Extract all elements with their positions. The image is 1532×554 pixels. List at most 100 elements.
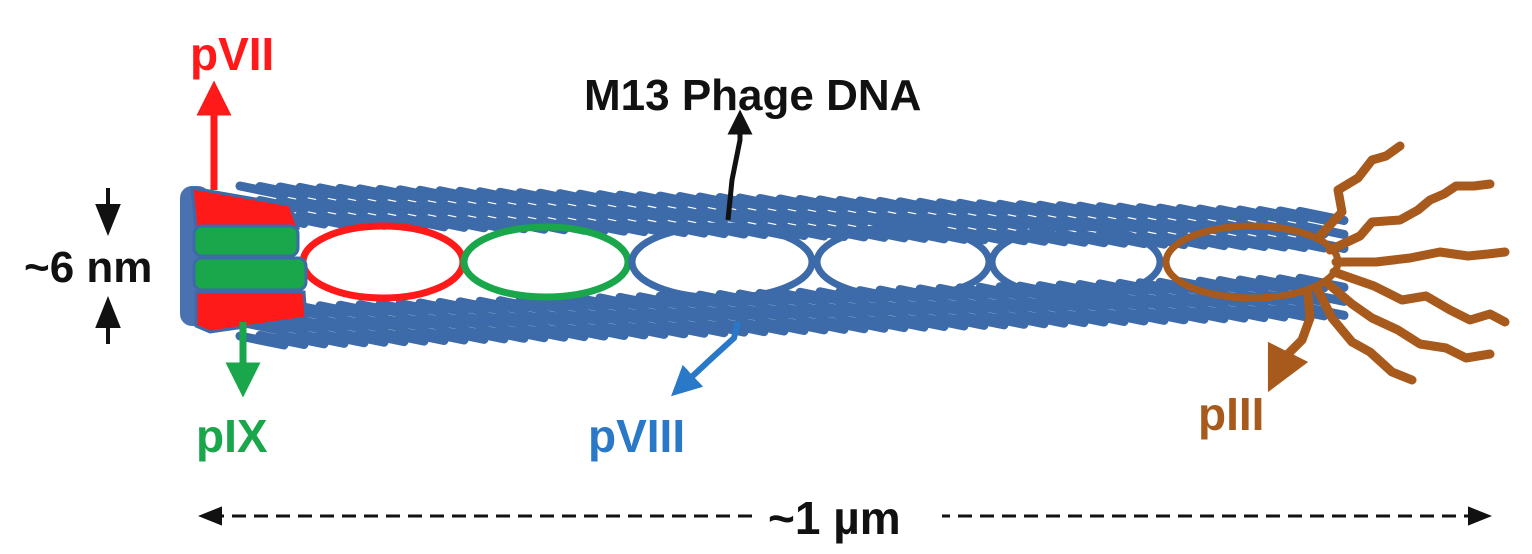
pviii-subunit-bottom	[375, 299, 429, 318]
pviii-subunit-bottom	[775, 316, 829, 335]
pviii-subunit-bottom	[775, 302, 829, 321]
pviii-subunit-bottom	[1055, 294, 1109, 313]
pviii-subunit-bottom	[955, 311, 1009, 330]
pviii-subunit-bottom	[495, 296, 549, 315]
dna-loop-pix-end	[460, 223, 632, 301]
pviii-subunit-bottom	[655, 319, 709, 338]
pviii-subunit-bottom	[395, 299, 449, 318]
pviii-subunit-bottom	[915, 312, 969, 331]
pviii-subunit-bottom	[1015, 309, 1069, 328]
pviii-subunit-bottom	[1115, 292, 1169, 311]
pviii-subunit-bottom	[1115, 278, 1169, 297]
pviii-subunit-bottom	[795, 301, 849, 320]
pviii-subunit-bottom	[1255, 274, 1309, 293]
pviii-subunit-bottom	[795, 315, 849, 334]
pviii-subunit-bottom	[395, 313, 449, 332]
label-pviii: pVIII	[588, 410, 685, 462]
pviii-subunit-bottom	[735, 303, 789, 322]
pviii-subunit-bottom	[975, 310, 1029, 329]
pviii-subunit-bottom	[555, 322, 609, 341]
pviii-subunit-bottom	[315, 301, 369, 320]
pviii-subunit-bottom	[595, 321, 649, 340]
pviii-subunit-bottom	[435, 297, 489, 316]
pviii-subunit-bottom	[635, 306, 689, 325]
pviii-subunit-bottom	[1275, 302, 1329, 321]
pviii-subunit-bottom	[995, 296, 1049, 315]
dna-arrow	[725, 109, 753, 221]
pviii-subunit-bottom	[955, 283, 1009, 302]
pviii-subunit-bottom	[1035, 281, 1089, 300]
pviii-subunit-bottom	[395, 327, 449, 346]
pviii-subunit-bottom	[935, 297, 989, 316]
pviii-subunit-bottom	[1095, 293, 1149, 312]
pviii-subunit-bottom	[675, 319, 729, 338]
pviii-subunit-bottom	[335, 314, 389, 333]
pviii-subunit-bottom	[915, 298, 969, 317]
pviii-subunit-bottom	[1195, 276, 1249, 295]
pviii-subunit-bottom	[515, 323, 569, 342]
pviii-subunit-bottom	[355, 328, 409, 347]
pviii-subunit-bottom	[355, 314, 409, 333]
pviii-subunit-bottom	[1215, 276, 1269, 295]
length-label-bg	[758, 490, 942, 542]
pviii-subunit-bottom	[875, 299, 929, 318]
pviii-subunit-bottom	[455, 311, 509, 330]
pviii-subunit-bottom	[615, 292, 669, 311]
pviii-subunit-bottom	[895, 313, 949, 332]
pviii-subunit-bottom	[1035, 309, 1089, 328]
pviii-subunit-bottom	[375, 327, 429, 346]
pvii-pix-cap	[180, 186, 308, 334]
pviii-subunit-bottom	[735, 317, 789, 336]
pviii-subunit-bottom	[715, 318, 769, 337]
pviii-subunit-bottom	[975, 282, 1029, 301]
label-dna: M13 Phage DNA	[584, 71, 921, 120]
pviii-subunit-bottom	[815, 315, 869, 334]
dna-loop-pvii-end	[299, 222, 467, 302]
pviii-subunit-bottom	[975, 296, 1029, 315]
pviii-subunit-bottom	[535, 323, 589, 342]
pviii-subunit-bottom	[755, 302, 809, 321]
pviii-subunit-bottom	[275, 330, 329, 349]
pviii-subunit-bottom	[715, 304, 769, 323]
pviii-subunit-bottom	[455, 297, 509, 316]
pviii-subunit-bottom	[1075, 307, 1129, 326]
label-pvii: pVII	[190, 28, 274, 80]
pviii-subunit-bottom	[635, 320, 689, 339]
pviii-subunit-bottom	[855, 314, 909, 333]
pviii-subunit-bottom	[775, 288, 829, 307]
pviii-subunit-bottom	[835, 314, 889, 333]
pviii-subunit-bottom	[1115, 306, 1169, 325]
pviii-subunit-bottom	[635, 292, 689, 311]
pviii-subunit-bottom	[255, 330, 309, 349]
pviii-subunit-bottom	[295, 301, 349, 320]
pviii-subunit-bottom	[855, 300, 909, 319]
pviii-subunit-bottom	[1195, 290, 1249, 309]
pviii-subunit-bottom	[1175, 305, 1229, 324]
arrows	[95, 80, 1492, 526]
pviii-subunit-bottom	[595, 307, 649, 326]
pviii-subunit-bottom	[875, 313, 929, 332]
pviii-subunit-bottom	[895, 299, 949, 318]
pviii-subunit-bottom	[475, 296, 529, 315]
pviii-subunit-bottom	[295, 315, 349, 334]
pviii-subunit-bottom	[1235, 303, 1289, 322]
pviii-subunit-bottom	[455, 325, 509, 344]
pviii-subunit-bottom	[415, 312, 469, 331]
pviii-subunit-bottom	[615, 306, 669, 325]
label-width: ~6 nm	[24, 243, 152, 292]
pviii-subunit-bottom	[575, 321, 629, 340]
pviii-subunit-bottom	[315, 329, 369, 348]
label-piii: pIII	[1198, 388, 1264, 440]
pviii-subunit-bottom	[595, 293, 649, 312]
pviii-subunit-bottom	[535, 309, 589, 328]
pviii-subunit-bottom	[955, 297, 1009, 316]
dna-loop-3	[988, 223, 1164, 301]
pviii-subunit-bottom	[995, 310, 1049, 329]
pviii-subunit-bottom	[815, 301, 869, 320]
pviii-subunit-bottom	[1155, 305, 1209, 324]
pviii-subunit-bottom	[335, 328, 389, 347]
pviii-coat-bottom	[235, 273, 1349, 350]
pviii-subunit-bottom	[1095, 307, 1149, 326]
pviii-subunit-bottom	[1135, 292, 1189, 311]
